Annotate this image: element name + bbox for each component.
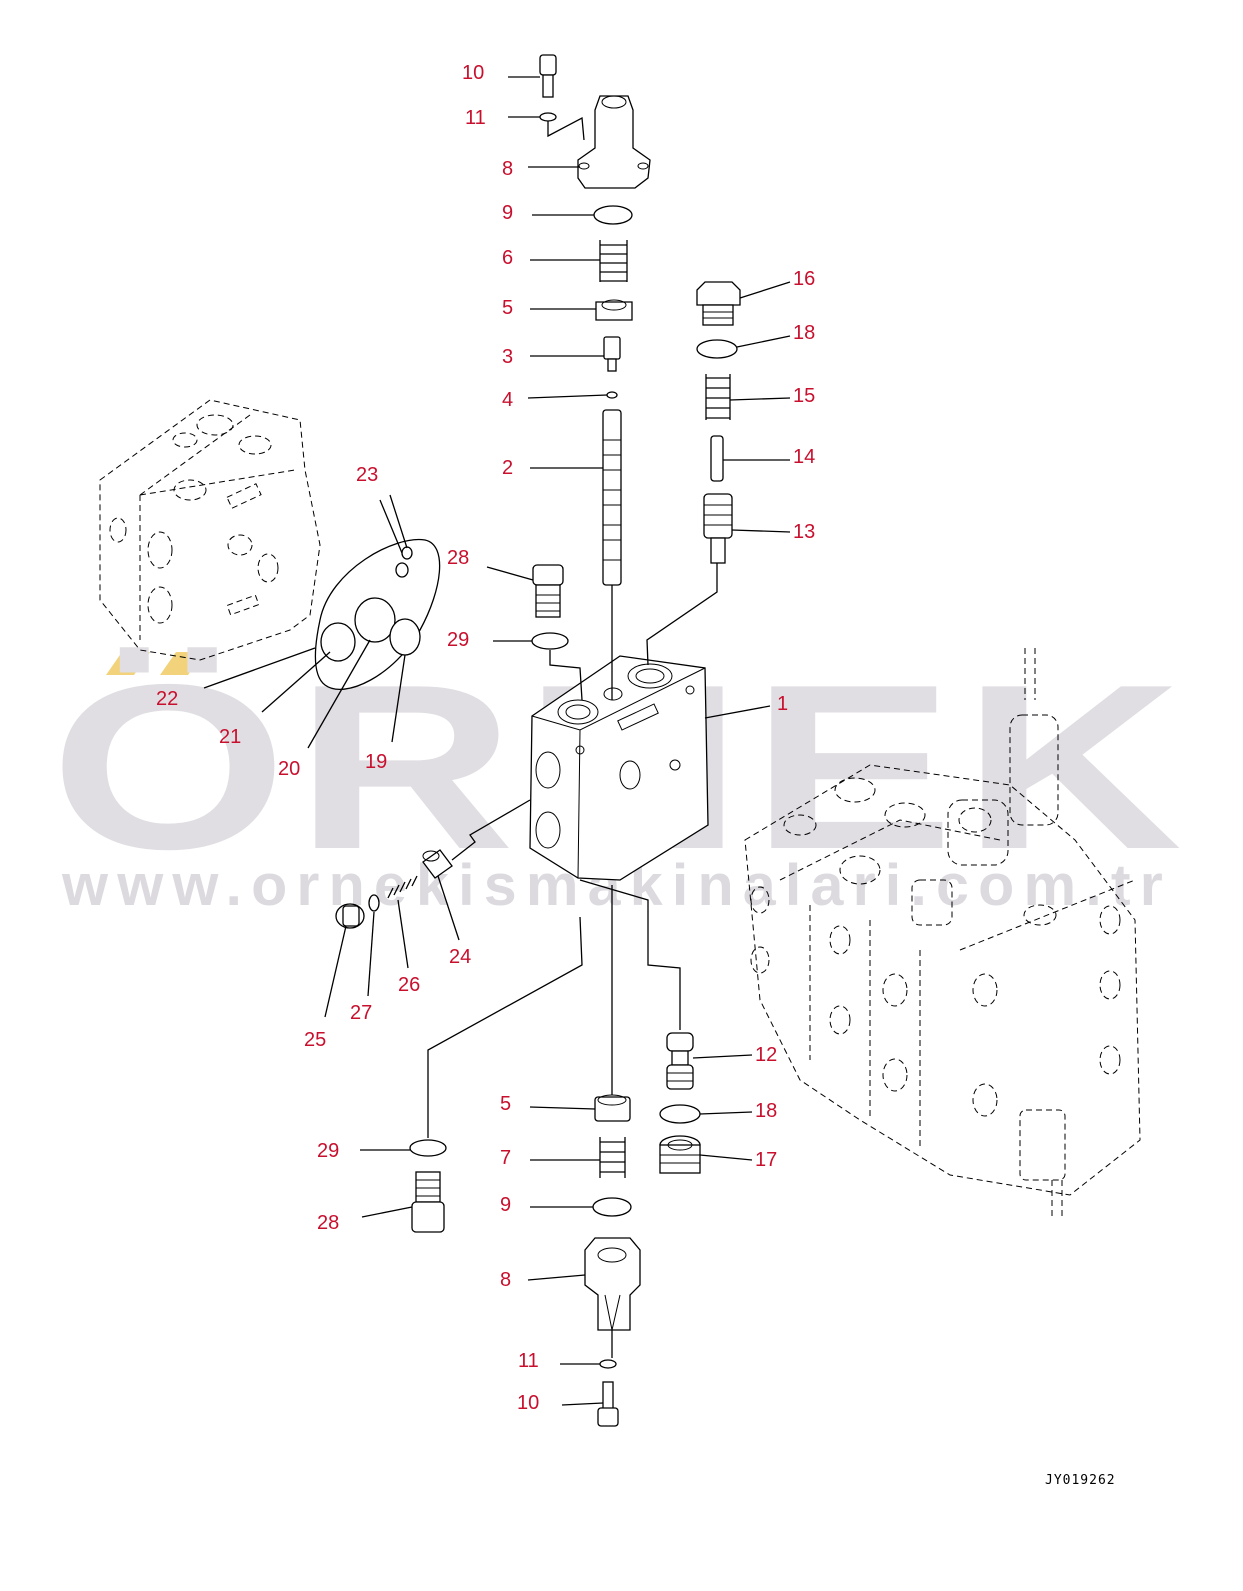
callout-22: 22 [156,688,178,710]
callout-1: 1 [777,693,788,715]
callout-7: 7 [500,1147,511,1169]
callout-9-bottom: 9 [500,1194,511,1216]
callout-2: 2 [502,457,513,479]
callout-25: 25 [304,1029,326,1051]
leader-lines [203,76,791,1406]
callout-4: 4 [502,389,513,411]
adjacent-valve-block-left [99,399,321,661]
callout-9-top: 9 [502,202,513,224]
callout-8-bottom: 8 [500,1269,511,1291]
watermark-accent-right [160,652,204,675]
drawing-code: JY019262 [1045,1473,1116,1488]
callout-12: 12 [755,1044,777,1066]
callout-28-bottom: 28 [317,1212,339,1234]
callout-14: 14 [793,446,815,468]
callout-23: 23 [356,464,378,486]
relief-valve-stack [646,281,741,666]
callout-11-top: 11 [465,107,486,129]
lower-spool-stack [409,885,641,1427]
callout-26: 26 [398,974,420,996]
callout-29-bottom: 29 [317,1140,339,1162]
callout-27: 27 [350,1002,372,1024]
callout-20: 20 [278,758,300,780]
callout-5-top: 5 [502,297,513,319]
callout-24: 24 [449,946,471,968]
callout-3: 3 [502,346,513,368]
callout-28-top: 28 [447,547,469,569]
watermark-accent-left [106,652,150,675]
callout-16: 16 [793,268,815,290]
callout-29-top: 29 [447,629,469,651]
callout-5-bottom: 5 [500,1093,511,1115]
callout-18-bottom: 18 [755,1100,777,1122]
callout-19: 19 [365,751,387,773]
gasket-plate [314,538,441,690]
valve-body [529,655,709,881]
callout-21: 21 [219,726,241,748]
upper-spool-stack [531,54,651,701]
callout-10-top: 10 [462,62,484,84]
callout-6: 6 [502,247,513,269]
callout-17: 17 [755,1149,777,1171]
assembled-control-valve-right [744,648,1141,1220]
callout-10-bottom: 10 [517,1392,539,1414]
callout-18-top: 18 [793,322,815,344]
callout-labels: 10 11 8 9 6 5 3 4 2 16 18 15 14 13 23 28… [156,62,815,1414]
lower-relief-parts [579,879,701,1174]
callout-13: 13 [793,521,815,543]
callout-8-top: 8 [502,158,513,180]
check-valve-parts [335,799,531,929]
callout-11-bottom: 11 [518,1350,539,1372]
callout-15: 15 [793,385,815,407]
